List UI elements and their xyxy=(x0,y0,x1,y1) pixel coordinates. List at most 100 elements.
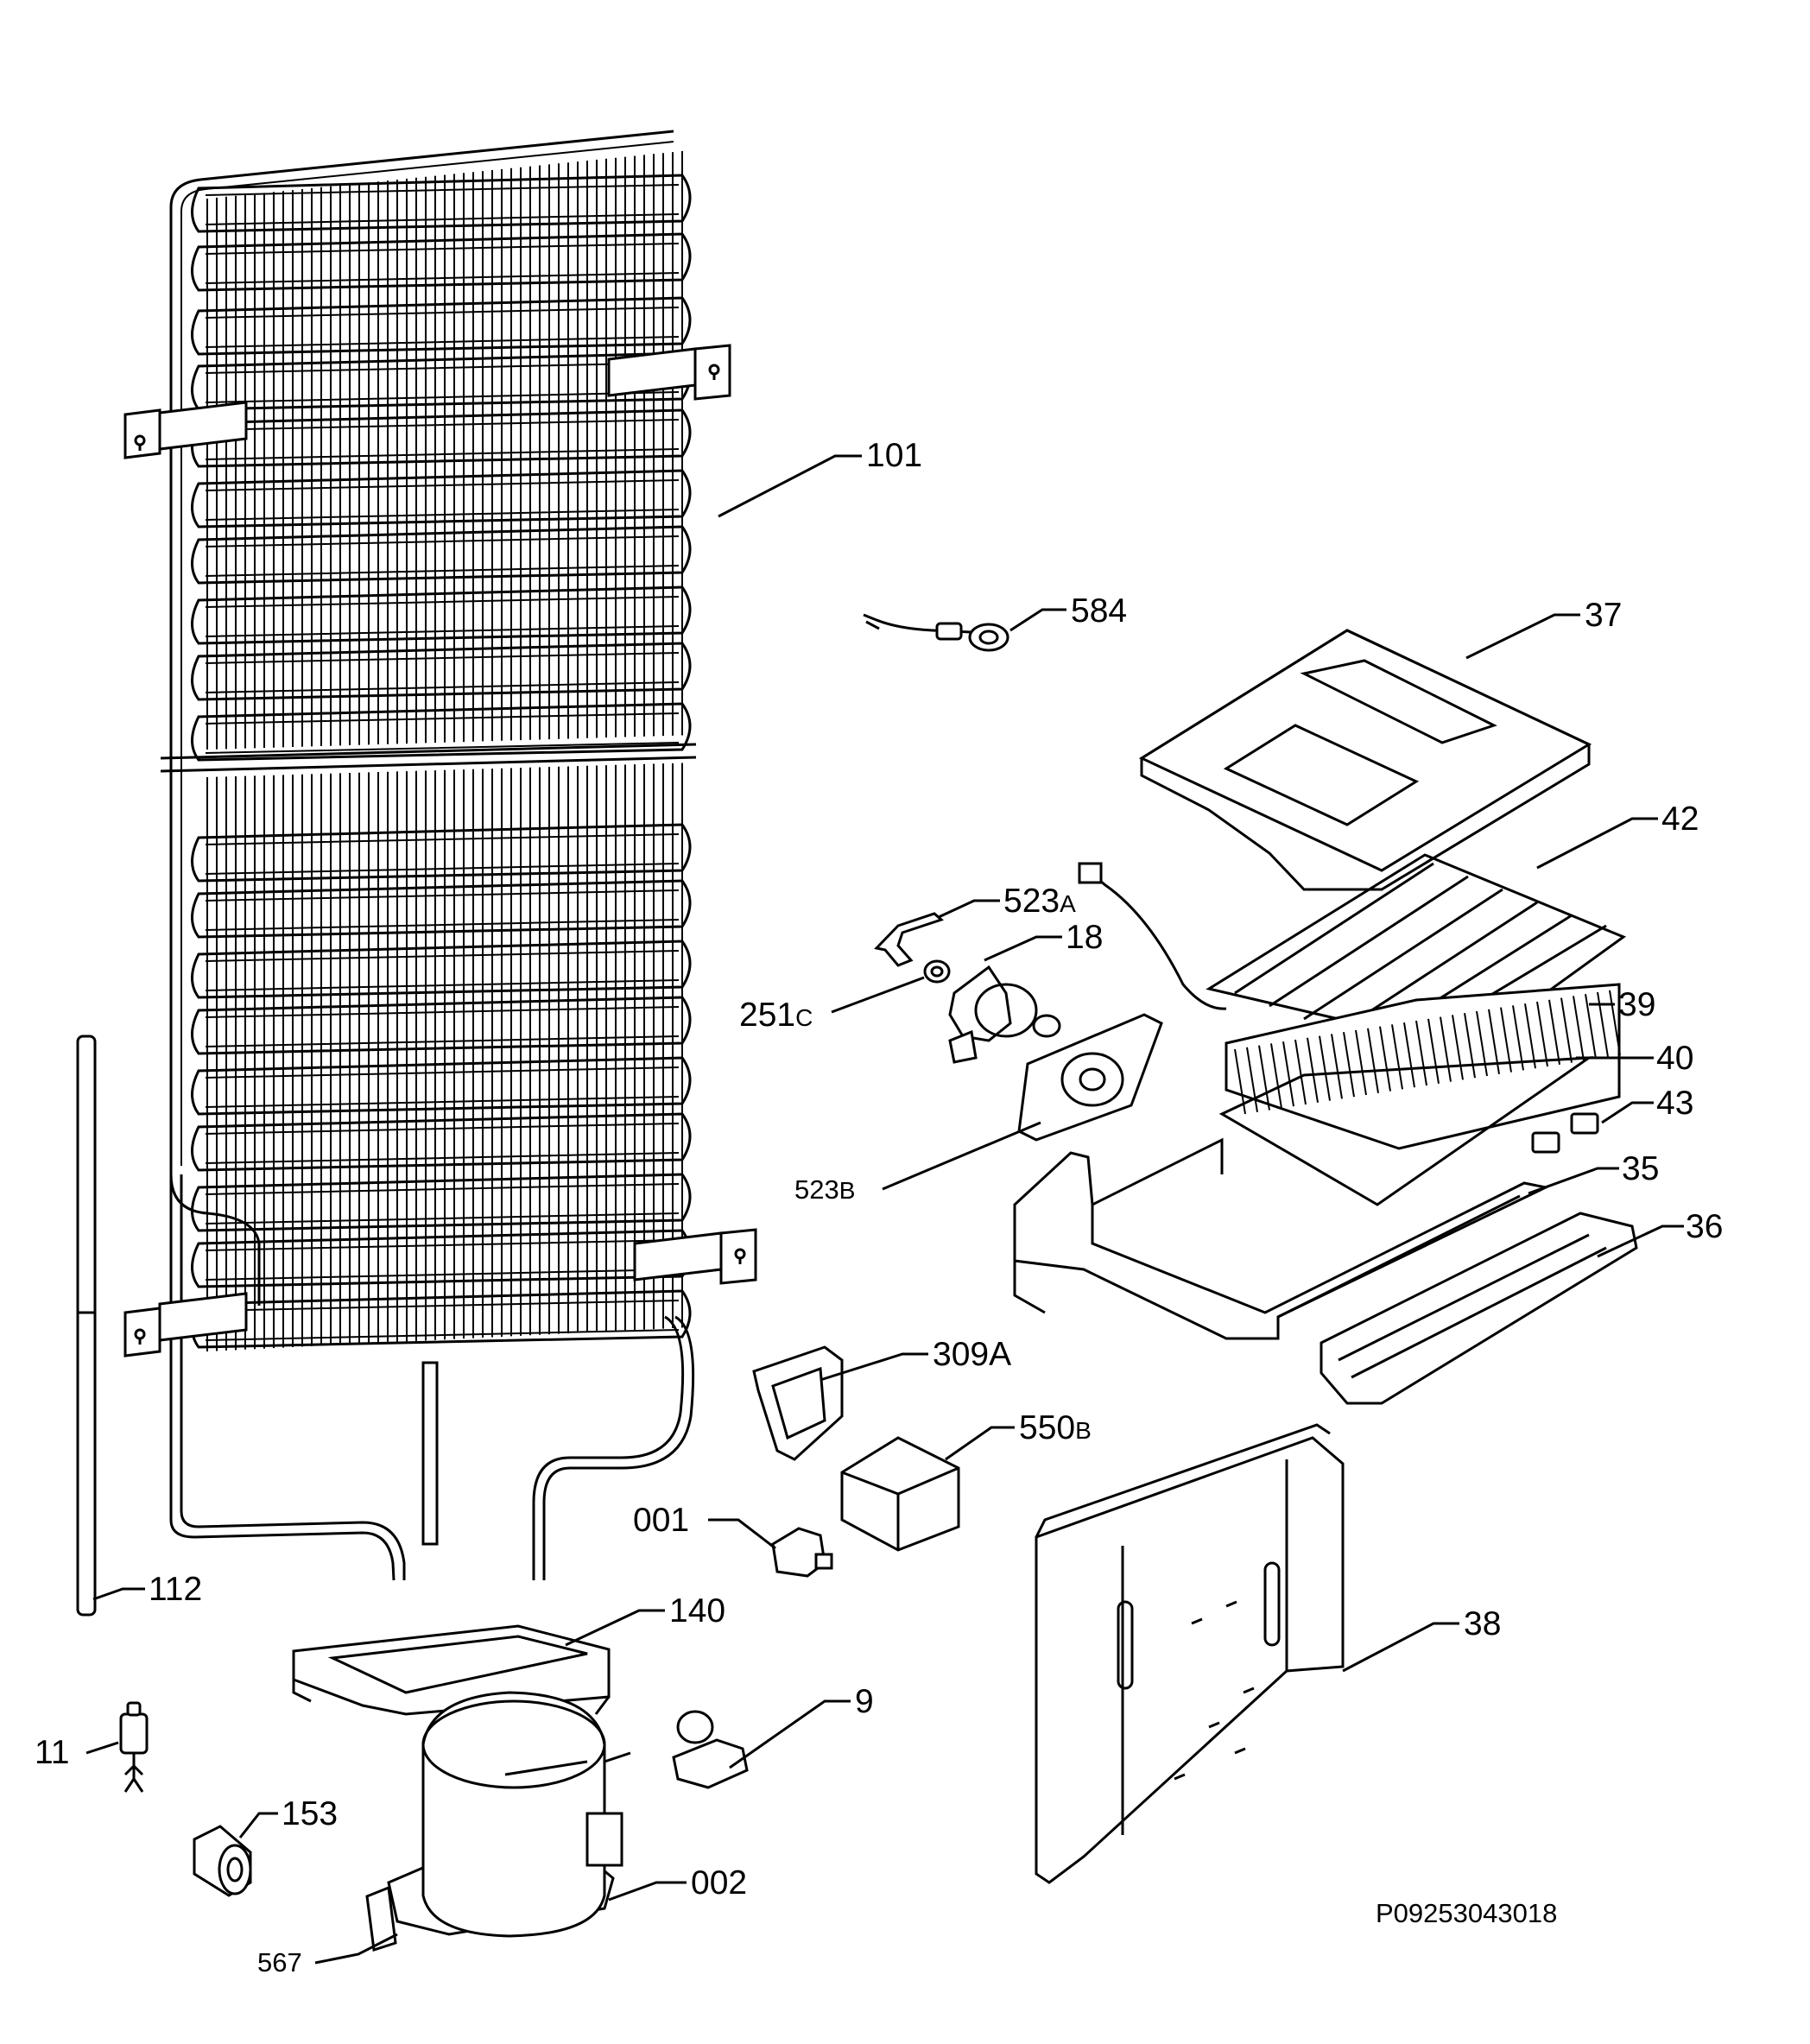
callout-001-text: 001 xyxy=(633,1502,690,1539)
callout-002: 002 xyxy=(691,1866,747,1900)
callout-38-text: 38 xyxy=(1464,1605,1502,1642)
evaporator-fins xyxy=(1234,990,1621,1115)
coil-loop-inner xyxy=(205,889,680,931)
callout-001: 001 xyxy=(633,1503,689,1537)
callout-18-text: 18 xyxy=(1066,919,1104,956)
sensor-part xyxy=(863,613,1009,652)
callout-101-text: 101 xyxy=(866,437,923,474)
callout-39-text: 39 xyxy=(1618,986,1656,1023)
fan-motor-part xyxy=(948,965,1061,1064)
evaporator-part xyxy=(1225,983,1621,1150)
callout-9: 9 xyxy=(855,1685,874,1718)
capacitor-box-part xyxy=(840,1436,960,1552)
grommet-part xyxy=(923,959,951,984)
callout-43: 43 xyxy=(1656,1086,1693,1120)
bracket-top-left xyxy=(123,401,248,459)
coil-loop-inner xyxy=(205,652,680,693)
coil-loop-inner xyxy=(205,1239,680,1281)
coil-loop-inner xyxy=(205,950,680,991)
coil-loop xyxy=(191,702,692,762)
callout-550b-suffix: B xyxy=(1075,1417,1092,1444)
coil-loop-inner xyxy=(205,1300,680,1341)
relay-bracket-part xyxy=(752,1345,844,1461)
callout-40: 40 xyxy=(1656,1041,1693,1075)
coil-loop-inner xyxy=(205,184,680,225)
coil-loop-inner xyxy=(205,535,680,577)
callout-38: 38 xyxy=(1464,1607,1501,1641)
drain-tube-part xyxy=(76,1035,97,1617)
relay-part xyxy=(771,1527,833,1578)
cover-panel-part xyxy=(1035,1423,1345,1884)
callout-251c: 251C xyxy=(739,998,813,1032)
callout-523a-text: 523 xyxy=(1003,883,1060,920)
coil-loop-inner xyxy=(205,479,680,521)
callout-567-text: 567 xyxy=(257,1947,302,1978)
coil-loop-inner xyxy=(205,243,680,284)
coil-loop-inner xyxy=(205,596,680,637)
coil-loop-inner xyxy=(205,1066,680,1108)
drawing-code: P09253043018 xyxy=(1376,1898,1558,1928)
callout-9-text: 9 xyxy=(855,1683,874,1720)
callout-523b-text: 523 xyxy=(794,1174,839,1205)
callout-550b: 550B xyxy=(1019,1411,1092,1445)
callout-153-text: 153 xyxy=(282,1795,339,1832)
callout-37: 37 xyxy=(1585,598,1622,632)
callout-18: 18 xyxy=(1066,921,1103,954)
callout-251c-suffix: C xyxy=(795,1004,813,1031)
coil-loop-inner xyxy=(205,712,680,754)
callout-42: 42 xyxy=(1661,802,1699,836)
callout-140: 140 xyxy=(669,1594,725,1628)
callout-43-text: 43 xyxy=(1656,1085,1694,1122)
small-plate-part xyxy=(365,1885,397,1952)
condenser-wires-upper xyxy=(206,151,683,750)
callout-584-text: 584 xyxy=(1071,592,1128,630)
callout-112: 112 xyxy=(149,1573,202,1606)
callout-523a-suffix: A xyxy=(1060,890,1076,917)
condenser-part xyxy=(123,130,757,1581)
callout-140-text: 140 xyxy=(669,1592,726,1630)
clip-parts xyxy=(1531,1112,1599,1154)
bracket-bottom-left xyxy=(123,1292,248,1357)
valve-part xyxy=(119,1701,149,1793)
callout-567: 567 xyxy=(257,1949,302,1976)
grommet-sleeve-part xyxy=(193,1825,252,1897)
callout-550b-text: 550 xyxy=(1019,1409,1076,1446)
callout-36-text: 36 xyxy=(1686,1208,1724,1245)
coil-loop-inner xyxy=(205,1123,680,1164)
callout-112-text: 112 xyxy=(149,1571,203,1608)
callout-37-text: 37 xyxy=(1585,597,1623,634)
callout-309a-text: 309A xyxy=(933,1336,1012,1373)
fan-bracket-part xyxy=(874,912,944,967)
thermostat-part xyxy=(672,1710,749,1789)
coil-loop-inner xyxy=(205,362,680,403)
callout-42-text: 42 xyxy=(1661,801,1699,838)
callout-11-text: 11 xyxy=(35,1734,70,1771)
callout-523b: 523B xyxy=(794,1176,855,1203)
callout-153: 153 xyxy=(282,1797,338,1831)
leader-lines xyxy=(85,454,1684,1965)
callout-584: 584 xyxy=(1071,594,1127,628)
condenser-wires-lower xyxy=(206,763,683,1351)
callout-39: 39 xyxy=(1618,988,1655,1022)
callout-40-text: 40 xyxy=(1656,1040,1694,1077)
evaporator-cover-part xyxy=(1138,629,1592,891)
callout-523a: 523A xyxy=(1003,884,1076,918)
compressor-base-part xyxy=(292,1624,611,1716)
coil-loop-inner xyxy=(205,307,680,348)
bracket-top-right xyxy=(607,344,731,401)
coil-loop-inner xyxy=(205,419,680,460)
callout-36: 36 xyxy=(1686,1210,1723,1243)
callout-35-text: 35 xyxy=(1622,1150,1660,1187)
callout-002-text: 002 xyxy=(691,1864,748,1902)
callout-11: 11 xyxy=(35,1736,70,1769)
callout-101: 101 xyxy=(866,439,922,472)
callout-35: 35 xyxy=(1622,1152,1659,1186)
tray-part xyxy=(1013,1137,1550,1340)
coil-loop-inner xyxy=(205,833,680,875)
coil-loop-inner xyxy=(205,1006,680,1047)
compressor-part xyxy=(387,1691,631,1938)
drain-rail-part xyxy=(1320,1212,1638,1405)
bracket-bottom-right xyxy=(633,1228,757,1285)
coil-loop-inner xyxy=(205,1183,680,1225)
